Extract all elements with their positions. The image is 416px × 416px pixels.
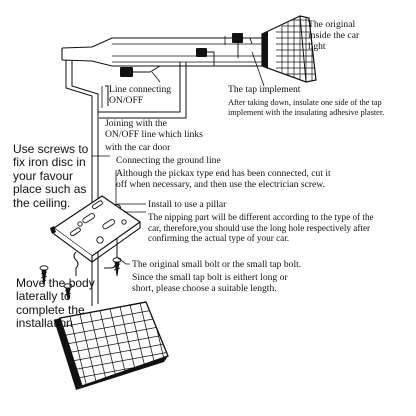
- pillar-note-line-1: The nipping part will be different accor…: [148, 212, 374, 222]
- tap-implement-note-line-2: implement with the insulating adhesive p…: [228, 107, 385, 117]
- bolt-note-line-1: Since the small tap bolt is eithert long…: [132, 272, 288, 283]
- original-light-label: The original inside the car light: [308, 19, 359, 52]
- original-light-line-1: The original: [308, 19, 356, 30]
- joining-label: Joining with the ON/OFF line which links…: [105, 118, 203, 153]
- line-connecting-line-1: Line connecting: [109, 84, 172, 95]
- line-connecting-label: Line connecting ON/OFF: [109, 84, 171, 106]
- wire-harness: [61, 37, 262, 67]
- joining-line-2: ON/OFF line which links: [105, 129, 203, 141]
- tap-implement-note-line-1: After taking down, insulate one side of …: [228, 98, 382, 107]
- pillar-note-line-3: confirming the actual type of your car.: [148, 233, 290, 244]
- bolt-note-line-2: short, please choose a suitable length.: [132, 283, 277, 295]
- joining-line-1: Joining with the: [105, 118, 167, 129]
- original-light-line-2: inside the car: [308, 30, 360, 42]
- bolt-title: The original small bolt or the small tap…: [132, 259, 302, 270]
- original-light-line-3: light: [308, 41, 326, 53]
- tap-implement-title: The tap implement: [228, 84, 301, 95]
- tap-implement-note: After taking down, insulate one side of …: [228, 98, 384, 117]
- pillar-title: Install to use a pillar: [148, 199, 227, 210]
- led-panel-icon: [54, 301, 169, 390]
- mounting-plate-icon: [50, 195, 142, 264]
- move-body-label: Move the body laterally to complete the …: [16, 276, 95, 331]
- pillar-note: The nipping part will be different accor…: [148, 212, 374, 244]
- ground-note-line-1: Although the pickax type end has been co…: [116, 168, 331, 179]
- move-body-line-1: Move the body: [16, 276, 95, 290]
- screws-line-3: your favour: [13, 168, 74, 183]
- tap-connector-icon: [120, 33, 243, 77]
- move-body-line-3: complete the: [16, 302, 85, 317]
- screws-line-5: the ceiling.: [13, 195, 71, 210]
- pillar-note-line-2: car, therefore,you should use the long h…: [148, 222, 371, 233]
- screws-line-2: fix iron disc in: [13, 155, 86, 170]
- ground-title: Connecting the ground line: [116, 155, 221, 166]
- bolt-note: Since the small tap bolt is eithert long…: [132, 272, 288, 294]
- move-body-line-4: installation: [16, 316, 73, 331]
- screws-label: Use screws to fix iron disc in your favo…: [13, 142, 89, 210]
- ground-note: Although the pickax type end has been co…: [116, 168, 331, 190]
- move-body-line-2: laterally to: [16, 289, 71, 304]
- screws-line-1: Use screws to: [13, 142, 89, 156]
- ground-note-line-2: off when necessary, and then use the ele…: [116, 179, 326, 191]
- screws-line-4: place such as: [13, 182, 87, 197]
- joining-line-3: with the car door: [105, 142, 171, 154]
- line-connecting-line-2: ON/OFF: [109, 95, 144, 107]
- screw-icon: [39, 257, 122, 301]
